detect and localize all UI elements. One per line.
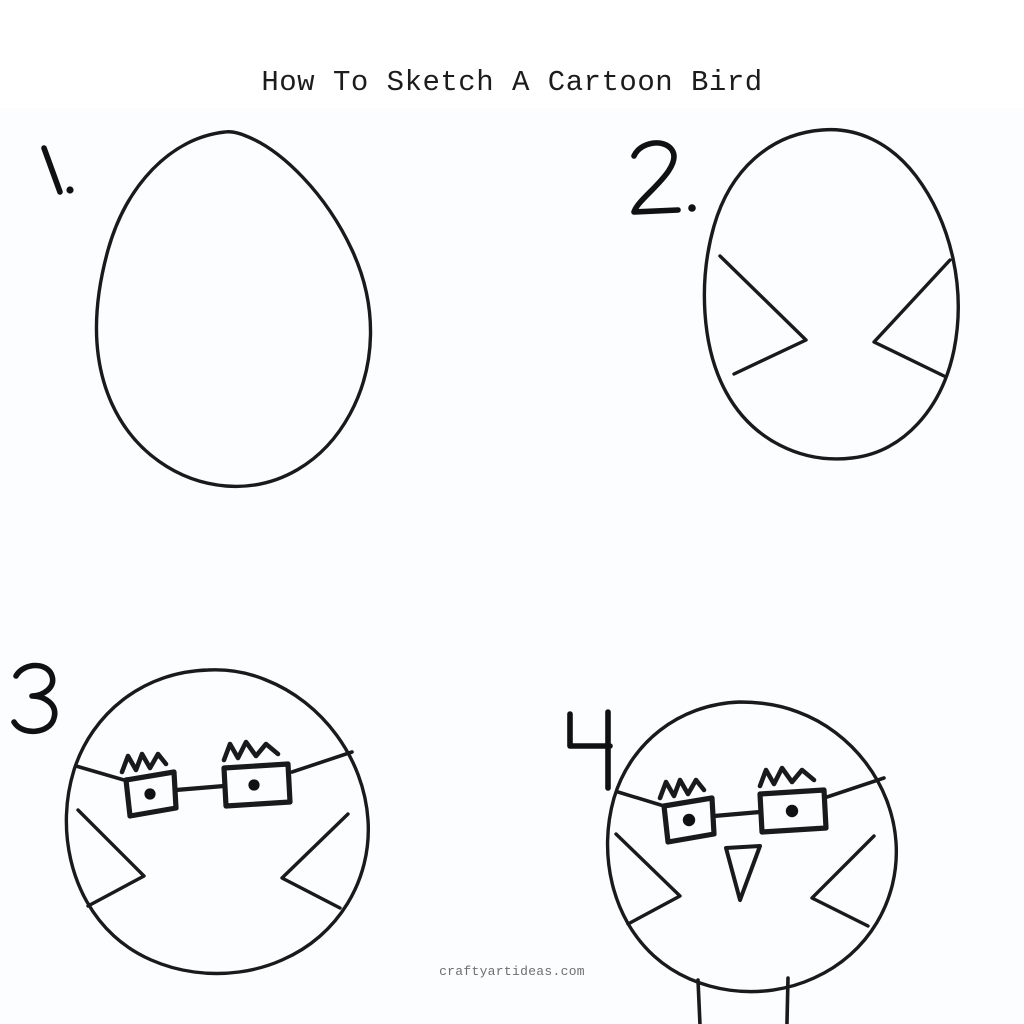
left-wing <box>614 832 682 926</box>
numeral-two-stroke <box>631 140 681 215</box>
watermark: craftyartideas.com <box>439 964 585 979</box>
left-leg <box>696 978 702 1024</box>
numeral-one-stroke <box>41 145 63 195</box>
step-3-drawing <box>11 662 370 976</box>
left-temple-arm <box>74 764 126 782</box>
step-4-drawing <box>567 700 899 1024</box>
right-wing <box>280 812 350 910</box>
egg-outline <box>702 127 960 461</box>
egg-outline <box>94 130 373 489</box>
right-temple-arm <box>290 750 354 774</box>
steps-panel <box>0 108 1024 1024</box>
step-1-drawing <box>41 130 373 489</box>
left-wing <box>718 254 808 376</box>
right-eyebrow <box>221 739 281 763</box>
title-bar: How To Sketch A Cartoon Bird <box>0 60 1024 104</box>
step-panel-4 <box>512 548 1024 1024</box>
right-pupil <box>785 804 799 818</box>
step-3-numeral <box>11 662 58 735</box>
body-outline <box>605 700 899 994</box>
glasses-bridge <box>711 809 763 819</box>
step-2-drawing <box>631 127 960 461</box>
left-pupil <box>144 788 156 800</box>
numeral-four-stroke <box>567 709 613 791</box>
glasses-bridge <box>173 783 227 793</box>
body-outline <box>64 668 370 976</box>
right-leg <box>785 976 790 1024</box>
beak <box>724 844 762 902</box>
left-eyebrow <box>119 751 169 775</box>
left-glasses-frame <box>661 795 717 845</box>
step-panel-2 <box>512 108 1024 558</box>
step-1-numeral <box>41 145 74 195</box>
left-temple-arm <box>616 790 666 808</box>
left-pupil <box>682 813 696 827</box>
step-panel-3 <box>0 548 512 1024</box>
right-temple-arm <box>822 776 886 800</box>
numeral-three-stroke <box>11 662 58 735</box>
step-panel-1 <box>0 108 512 558</box>
left-glasses-frame <box>123 769 179 819</box>
page-title: How To Sketch A Cartoon Bird <box>261 65 763 99</box>
right-wing <box>872 258 952 378</box>
step-4-numeral <box>567 709 613 791</box>
left-eyebrow <box>657 777 707 801</box>
step-2-numeral <box>631 140 696 215</box>
right-glasses-frame <box>757 787 829 835</box>
right-glasses-frame <box>221 761 293 809</box>
numeral-two-period <box>688 204 696 212</box>
right-pupil <box>248 779 260 791</box>
right-wing <box>810 834 876 928</box>
numeral-one-period <box>66 186 74 194</box>
left-wing <box>76 808 146 908</box>
right-eyebrow <box>757 765 817 789</box>
